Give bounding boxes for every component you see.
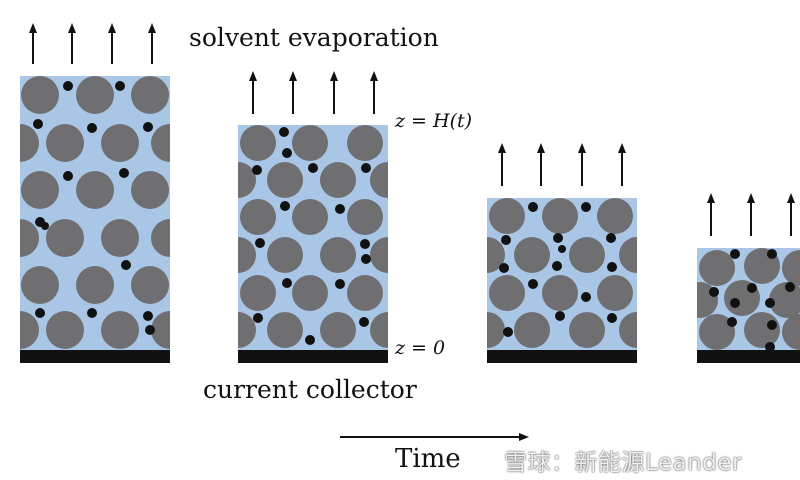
current-collector — [487, 350, 637, 363]
electrolyte-layer — [238, 125, 388, 350]
binder-particles — [252, 127, 371, 345]
stage-4 — [697, 193, 800, 363]
snowball-logo-icon — [469, 446, 497, 474]
evaporation-arrows — [29, 23, 156, 64]
stage-1 — [20, 23, 170, 363]
solvent-evaporation-label: solvent evaporation — [189, 23, 439, 52]
top-surface-label: z = H(t) — [395, 110, 473, 132]
evaporation-arrows — [498, 143, 626, 186]
evaporation-arrows — [707, 193, 795, 236]
current-collector — [20, 350, 170, 363]
current-collector — [697, 350, 800, 363]
watermark: 雪球：新能源Leander — [468, 445, 742, 476]
watermark-text: 雪球：新能源Leander — [504, 450, 742, 476]
particles — [487, 198, 637, 348]
particles — [238, 125, 388, 348]
current-collector — [238, 350, 388, 363]
current-collector-label: current collector — [203, 375, 417, 404]
evaporation-arrows — [249, 71, 378, 114]
binder-particles — [709, 249, 795, 352]
time-label: Time — [395, 444, 461, 474]
electrolyte-layer — [20, 76, 170, 350]
binder-particles — [33, 81, 155, 335]
particles — [20, 76, 170, 349]
bottom-surface-label: z = 0 — [395, 337, 446, 359]
binder-particles — [499, 202, 617, 337]
stage-3 — [487, 143, 637, 363]
stage-2 — [238, 71, 388, 363]
